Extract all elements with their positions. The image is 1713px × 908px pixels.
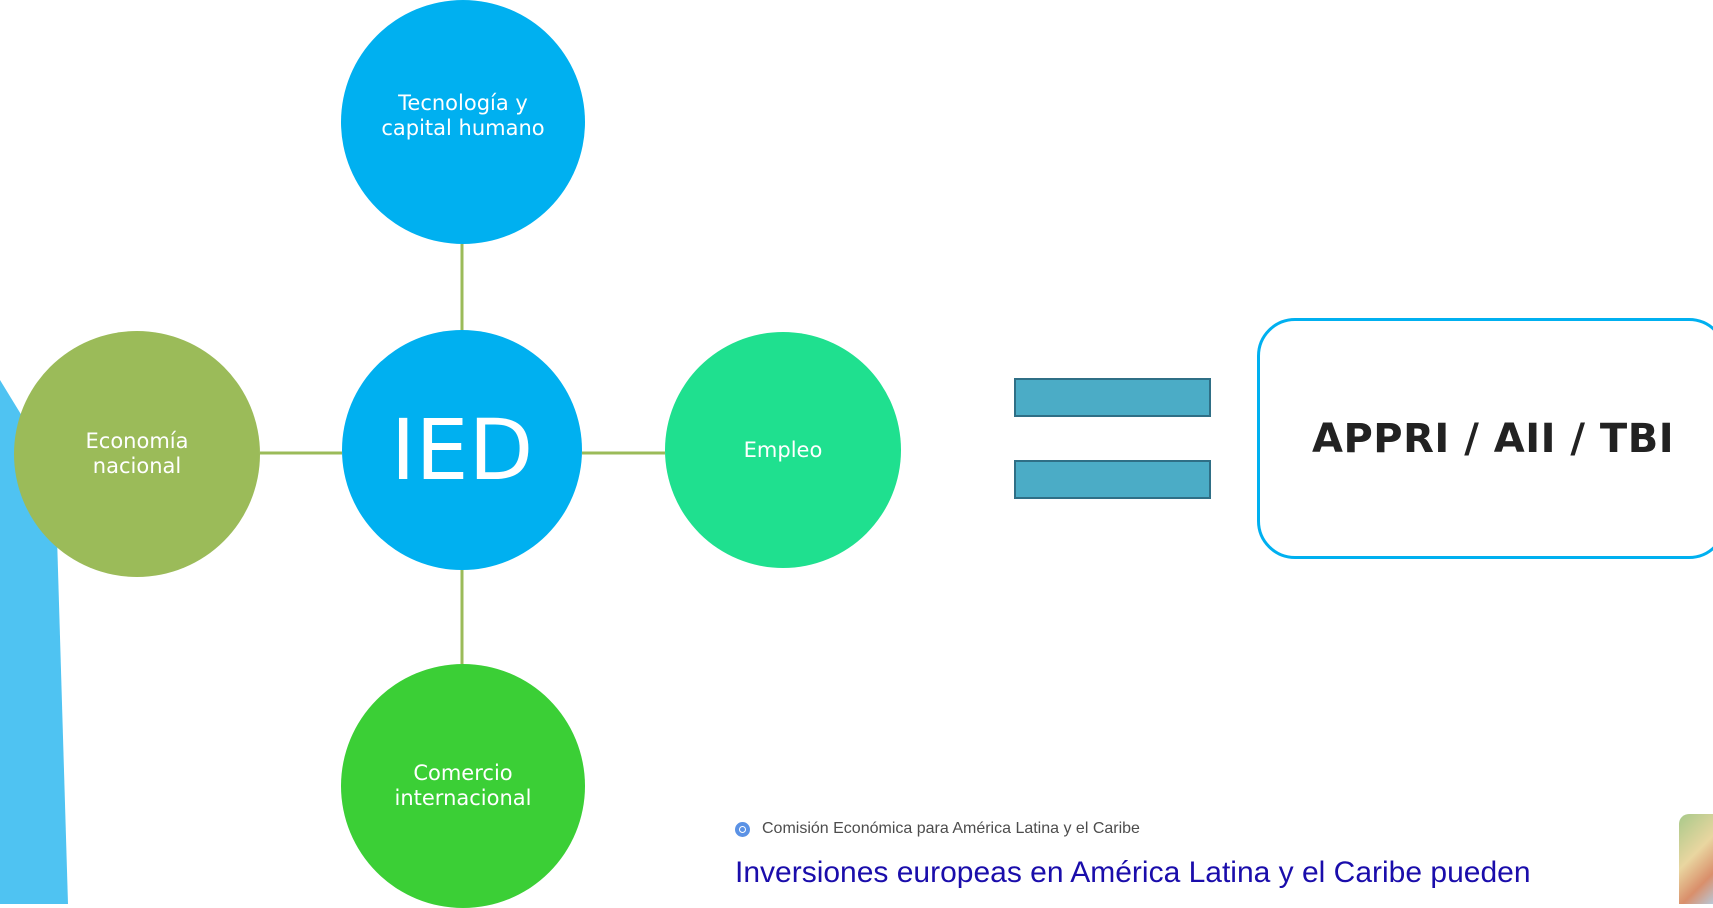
un-logo-icon xyxy=(735,821,750,837)
node-ied-center: IED xyxy=(342,330,582,570)
news-thumbnail[interactable] xyxy=(1679,814,1713,904)
result-box-label: APPRI / AII / TBI xyxy=(1312,415,1675,462)
node-comercio: Comercio internacional xyxy=(341,664,585,908)
node-economia-label: Economía nacional xyxy=(85,429,189,478)
node-tecnologia: Tecnología y capital humano xyxy=(341,0,585,244)
news-headline-link[interactable]: Inversiones europeas en América Latina y… xyxy=(735,856,1531,889)
node-comercio-label: Comercio internacional xyxy=(394,761,532,810)
node-economia: Economía nacional xyxy=(14,331,260,577)
node-empleo-label: Empleo xyxy=(743,437,823,462)
news-source-label: Comisión Económica para América Latina y… xyxy=(762,820,1140,837)
node-ied-label: IED xyxy=(390,401,534,499)
node-tecnologia-label: Tecnología y capital humano xyxy=(381,91,545,140)
news-source[interactable]: Comisión Económica para América Latina y… xyxy=(735,820,1140,838)
result-box: APPRI / AII / TBI xyxy=(1257,318,1713,559)
node-empleo: Empleo xyxy=(665,332,901,568)
equals-bar-bottom xyxy=(1014,460,1211,499)
equals-bar-top xyxy=(1014,378,1211,417)
